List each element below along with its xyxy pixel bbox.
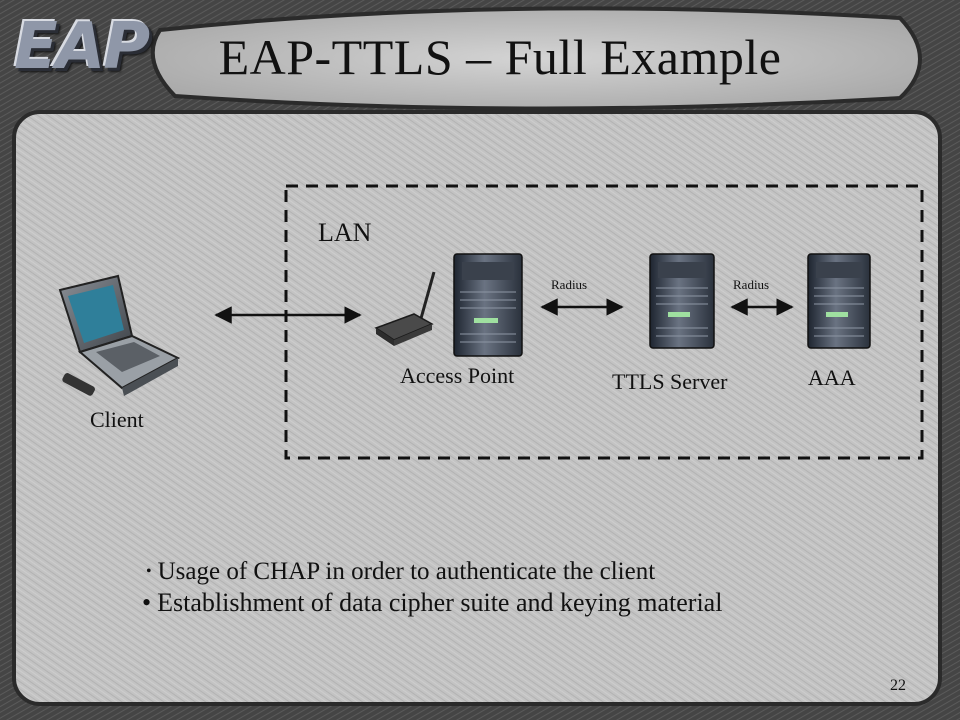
bullet-text: Usage of CHAP in order to authenticate t… [157,558,656,585]
slide-title: EAP-TTLS – Full Example [218,29,782,85]
bullet-item: • Usage of CHAP in order to authenticate … [142,558,722,586]
aaa-label: AAA [808,365,856,390]
client-laptop-icon [58,274,181,396]
bullet-item: •Establishment of data cipher suite and … [142,588,722,618]
bullet-dot: • [142,588,152,617]
access-point-icon [374,271,436,346]
aaa-server-tower-icon [807,253,871,349]
ttls-server-tower-icon [649,253,715,349]
ap-server-tower-icon [453,253,523,357]
bullet-dot: • [146,563,152,580]
title-banner [150,6,922,111]
page-number: 22 [890,677,906,694]
radius-label-1: Radius [551,277,588,292]
radius-label-2: Radius [733,277,770,292]
bullet-text: Establishment of data cipher suite and k… [157,588,723,617]
lan-label: LAN [318,218,372,247]
ttls-server-label: TTLS Server [612,369,728,394]
client-label: Client [90,407,144,432]
eap-logo: EAP [14,10,150,84]
access-point-label: Access Point [400,363,515,388]
bullet-list: •Usage of CHAP in order to authenticate … [142,558,722,618]
